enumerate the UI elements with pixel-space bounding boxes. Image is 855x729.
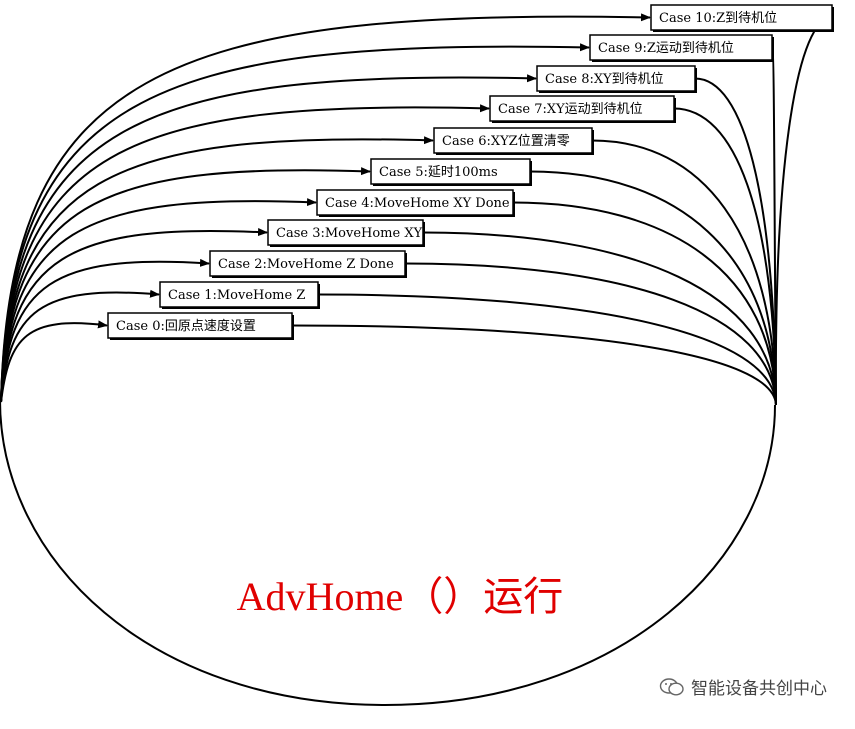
diagram-title: AdvHome（）运行 bbox=[237, 574, 564, 619]
case-connector-out bbox=[422, 231, 777, 406]
case-connector-out bbox=[529, 170, 777, 406]
case-connector-out bbox=[512, 201, 777, 406]
case-arrow-in bbox=[0, 136, 434, 403]
case-box bbox=[316, 189, 514, 216]
case-box bbox=[267, 219, 424, 246]
case-box bbox=[159, 281, 319, 308]
case-connector-out bbox=[291, 324, 777, 406]
case-label: Case 6:XYZ位置清零 bbox=[442, 134, 570, 149]
case-label: Case 2:MoveHome Z Done bbox=[218, 257, 394, 272]
case-label: Case 4:MoveHome XY Done bbox=[325, 196, 510, 211]
case-label: Case 1:MoveHome Z bbox=[168, 288, 305, 303]
case-box bbox=[107, 312, 293, 339]
case-box bbox=[489, 95, 675, 122]
case-connector-out bbox=[404, 262, 777, 406]
case-label: Case 9:Z运动到待机位 bbox=[598, 41, 734, 56]
case-box bbox=[370, 158, 531, 185]
case-layer: Case 0:回原点速度设置 Case 1:MoveHome Z Case 2:Mo… bbox=[0, 4, 834, 406]
watermark-text: 智能设备共创中心 bbox=[691, 679, 827, 699]
case-arrow-in bbox=[0, 74, 537, 403]
wechat-icon bbox=[659, 677, 685, 697]
case-label: Case 0:回原点速度设置 bbox=[116, 318, 256, 334]
case-box bbox=[650, 4, 833, 31]
case-connector-out bbox=[694, 77, 777, 406]
case-connector-out bbox=[317, 293, 777, 406]
case-label: Case 10:Z到待机位 bbox=[659, 11, 777, 26]
case-box bbox=[209, 250, 406, 277]
case-arrow-in bbox=[0, 13, 651, 403]
case-box bbox=[433, 127, 593, 154]
case-connector-out bbox=[591, 139, 777, 406]
case-label: Case 3:MoveHome XY bbox=[276, 226, 423, 241]
case-box bbox=[536, 65, 696, 92]
watermark: 智能设备共创中心 bbox=[659, 674, 827, 699]
return-loop bbox=[0, 399, 776, 707]
case-connector-out bbox=[673, 107, 777, 406]
case-label: Case 8:XY到待机位 bbox=[545, 72, 664, 87]
case-connector-out bbox=[774, 16, 833, 406]
case-label: Case 5:延时100ms bbox=[379, 165, 498, 180]
case-box bbox=[589, 34, 773, 61]
case-label: Case 7:XY运动到待机位 bbox=[498, 102, 643, 117]
